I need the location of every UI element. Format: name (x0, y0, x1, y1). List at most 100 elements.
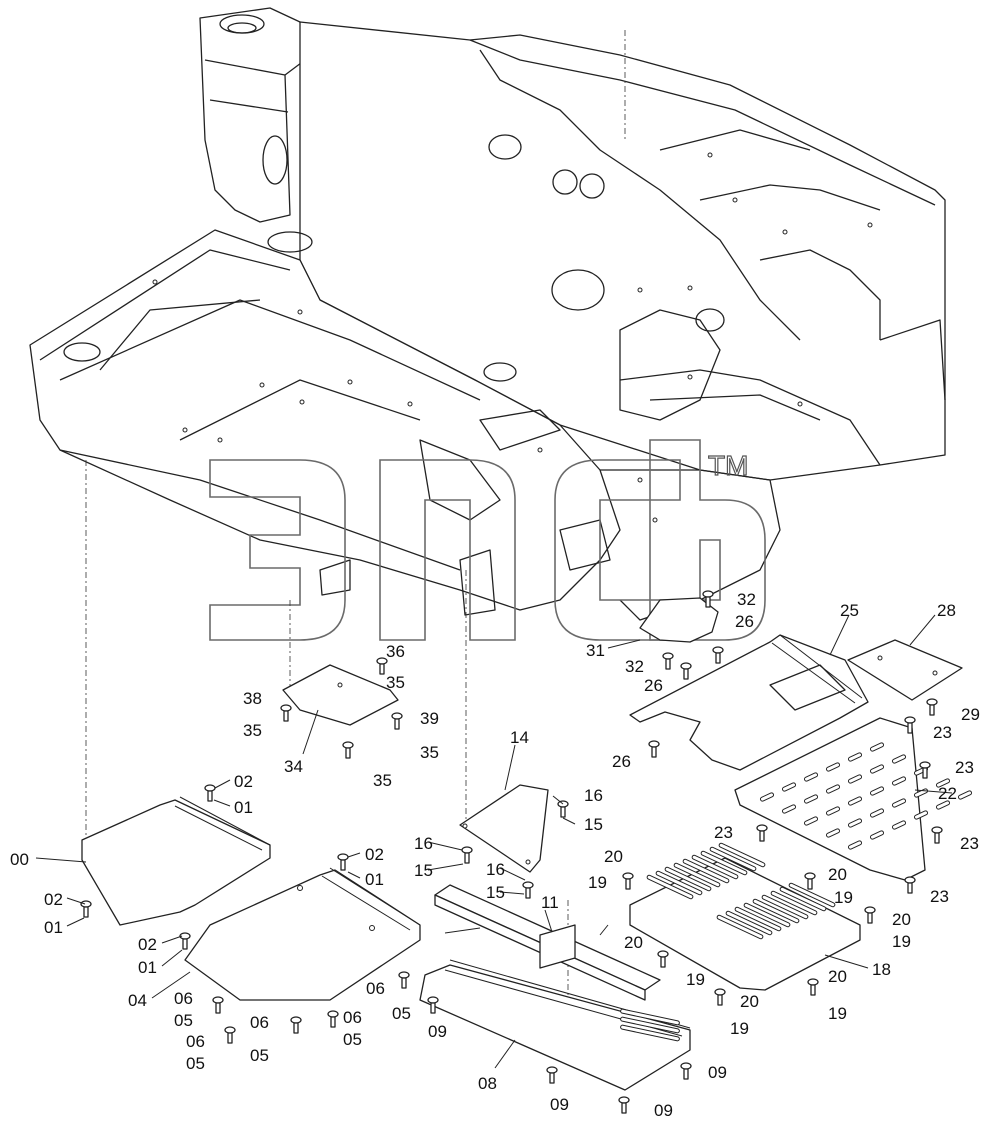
callout-20: 20 (624, 933, 643, 952)
callout-31: 31 (586, 641, 605, 660)
callout-20: 20 (828, 865, 847, 884)
bolt-with-washer (224, 1026, 236, 1044)
vent-slot (646, 874, 694, 900)
bolt-with-washer (680, 662, 692, 680)
callout-19: 19 (588, 873, 607, 892)
callout-16: 16 (486, 860, 505, 879)
callout-02: 02 (234, 772, 253, 791)
vent-slot (847, 840, 863, 850)
bolt-with-washer (931, 826, 943, 844)
callout-36: 39 (420, 709, 439, 728)
bolt-with-washer (618, 1096, 630, 1114)
callout-06: 06 (366, 979, 385, 998)
callout-01: 01 (44, 918, 63, 937)
bolt-with-washer (398, 971, 410, 989)
callout-23: 23 (933, 723, 952, 742)
callout-23: 23 (960, 834, 979, 853)
callout-09: 09 (550, 1095, 569, 1114)
bolt-with-washer (622, 872, 634, 890)
vent-slot (781, 804, 797, 814)
vent-slot (891, 754, 907, 764)
bolt-with-washer (702, 590, 714, 608)
cover-plate-25 (629, 634, 869, 771)
callout-02: 02 (138, 935, 157, 954)
bolt-with-washer (461, 846, 473, 864)
callout-19: 19 (730, 1019, 749, 1038)
callout-32: 32 (625, 657, 644, 676)
vent-slot (869, 742, 885, 752)
callout-28: 28 (937, 601, 956, 620)
bolt-with-washer (919, 761, 931, 779)
callout-08: 08 (478, 1074, 497, 1093)
callout-05: 05 (174, 1011, 193, 1030)
vent-slot (869, 764, 885, 774)
vent-slot (781, 782, 797, 792)
callout-labels: 00 02 01 02 01 02 01 02 01 04 06 05 06 0… (10, 590, 980, 1120)
vent-slot (655, 870, 703, 896)
bolt-with-washer (926, 698, 938, 716)
vent-slot (825, 828, 841, 838)
vent-slot (700, 850, 748, 876)
cover-plate-34 (282, 664, 399, 726)
callout-leaders (35, 614, 953, 1069)
vent-slot (779, 886, 827, 912)
bolt-with-washer (807, 978, 819, 996)
vent-slot (803, 816, 819, 826)
vent-slot (891, 820, 907, 830)
callout-18: 18 (872, 960, 891, 979)
bolt-with-washer (714, 988, 726, 1006)
bolt-with-washer (864, 906, 876, 924)
callout-29: 29 (961, 705, 980, 724)
vent-slot (825, 762, 841, 772)
vent-slot (682, 858, 730, 884)
cover-plate-00 (81, 796, 271, 926)
bracket-plate-14 (459, 784, 549, 873)
bolt-with-washer (546, 1066, 558, 1084)
cover-plate-04 (184, 867, 421, 1001)
bolt-with-washer (391, 712, 403, 730)
bolt-with-washer (376, 657, 388, 675)
callout-15: 15 (486, 883, 505, 902)
callout-06: 06 (174, 989, 193, 1008)
callout-04: 04 (128, 991, 147, 1010)
callout-02: 02 (365, 845, 384, 864)
bolt-with-washer (662, 652, 674, 670)
callout-22: 22 (938, 784, 957, 803)
bolt-with-washer (712, 646, 724, 664)
vent-slot (725, 910, 773, 936)
bolt-with-washer (648, 740, 660, 758)
bolt-with-washer (522, 881, 534, 899)
bolt-with-washer (204, 784, 216, 802)
bolt-with-washer (280, 704, 292, 722)
callout-32: 32 (737, 590, 756, 609)
callout-35: 35 (243, 721, 262, 740)
callout-26: 26 (735, 612, 754, 631)
callout-19: 19 (834, 888, 853, 907)
vent-slot (734, 906, 782, 932)
vent-slot (935, 800, 951, 810)
cover-plate-28 (847, 639, 963, 701)
assembly-leader-lines (85, 30, 626, 1010)
callout-09: 09 (654, 1101, 673, 1120)
callout-05: 05 (392, 1004, 411, 1023)
vent-slot (709, 846, 757, 872)
callout-23: 23 (930, 887, 949, 906)
vent-slot (869, 830, 885, 840)
vent-slot (673, 862, 721, 888)
vent-slot (913, 810, 929, 820)
vent-slot (869, 808, 885, 818)
bolt-with-washer (212, 996, 224, 1014)
grille-08 (620, 1008, 680, 1042)
bolt-with-washer (327, 1010, 339, 1028)
callout-09: 09 (428, 1022, 447, 1041)
vent-slot (718, 842, 766, 868)
callout-00: 00 (10, 850, 29, 869)
callout-16: 16 (584, 786, 603, 805)
callout-36: 36 (386, 642, 405, 661)
vent-slot (803, 772, 819, 782)
vent-slot (752, 898, 800, 924)
callout-35: 35 (386, 673, 405, 692)
vent-slot (847, 796, 863, 806)
callout-14: 14 (510, 728, 529, 747)
